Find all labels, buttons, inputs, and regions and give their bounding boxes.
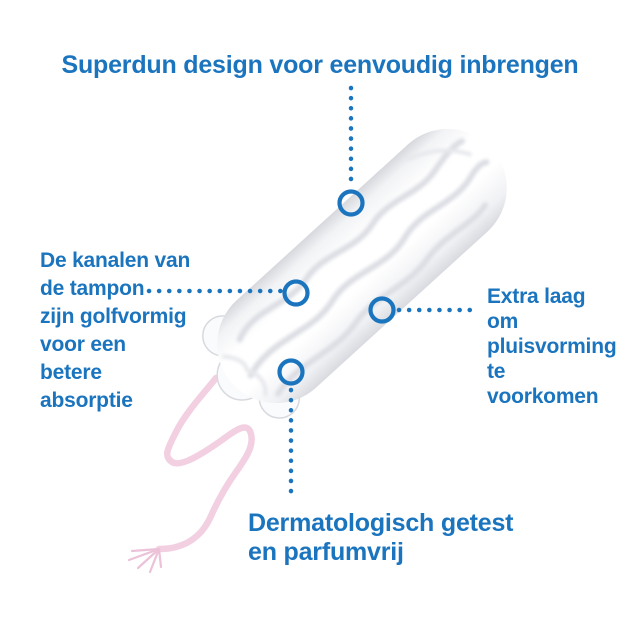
string-path [155, 374, 255, 553]
marker-circle-right [368, 296, 396, 324]
marker-circle-bottom [277, 358, 305, 386]
marker-circle-top [337, 189, 365, 217]
callout-text-right: Extra laag om pluisvorming te voorkomen [487, 285, 617, 408]
tampon-body [202, 128, 507, 419]
string-frayed-end [127, 547, 163, 574]
callout-text-top: Superdun design voor eenvoudig inbrengen [61, 51, 579, 79]
marker-circle-left [282, 279, 310, 307]
tampon-string [127, 374, 255, 574]
callout-text-left: De kanalen van de tampon zijn golfvormig… [40, 249, 191, 412]
tampon-channels [221, 138, 490, 397]
callout-text-bottom: Dermatologisch getest en parfumvrij [248, 509, 514, 566]
